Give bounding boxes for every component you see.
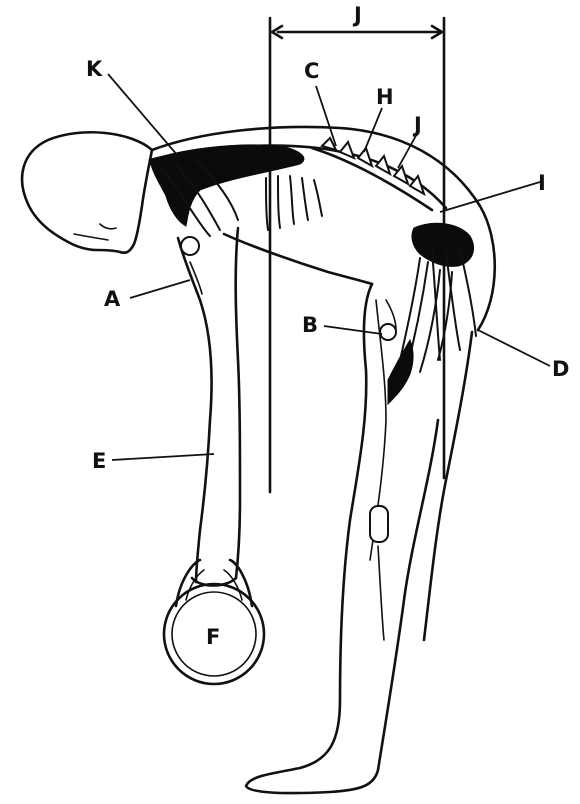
label-B: B [302, 313, 318, 337]
label-A: A [104, 287, 121, 311]
label-J-back: J [412, 113, 422, 137]
gluteal-hamstring-muscles [388, 223, 476, 404]
label-C: C [304, 59, 319, 83]
label-F: F [206, 625, 220, 649]
leader-lines [108, 74, 550, 460]
kettlebell [164, 560, 264, 684]
ribs [266, 176, 322, 230]
label-I: I [538, 171, 546, 195]
trapezius-muscle [150, 145, 304, 236]
head-outline [22, 132, 152, 252]
label-K: K [86, 57, 103, 81]
spine [312, 138, 432, 210]
label-H: H [376, 85, 394, 109]
label-J-dimension: J [352, 3, 362, 27]
label-E: E [92, 449, 106, 473]
dimension-bracket [270, 18, 444, 492]
label-D: D [552, 357, 569, 381]
